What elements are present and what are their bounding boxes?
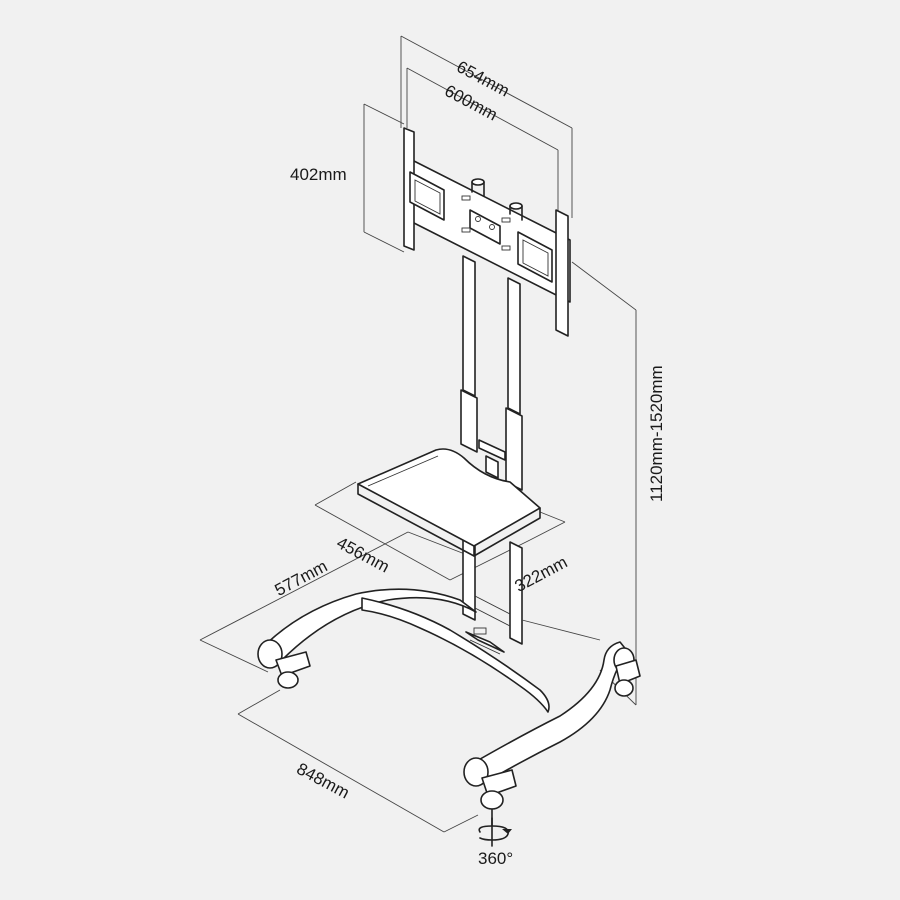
base-width-dimension-lines	[237, 689, 479, 833]
mount-height-label: 402mm	[290, 165, 347, 184]
caster-left	[257, 639, 311, 689]
background-edge-lines	[521, 619, 601, 641]
mount-width-dimension-lines	[400, 35, 573, 222]
tv-mount-bracket	[403, 127, 571, 337]
caster-front	[463, 757, 517, 827]
caster-right	[613, 647, 641, 697]
height-range-dimension-lines	[571, 261, 637, 706]
stand-base	[261, 588, 629, 783]
rotation-arrow-icon	[478, 817, 512, 847]
mount-height-dimension-lines	[363, 103, 405, 253]
height-range-label: 1120mm-1520mm	[647, 365, 666, 502]
caster-rotation-label: 360°	[478, 849, 514, 868]
base-depth-dimension-lines	[199, 531, 471, 673]
support-columns	[460, 255, 523, 645]
av-shelf	[357, 448, 541, 557]
